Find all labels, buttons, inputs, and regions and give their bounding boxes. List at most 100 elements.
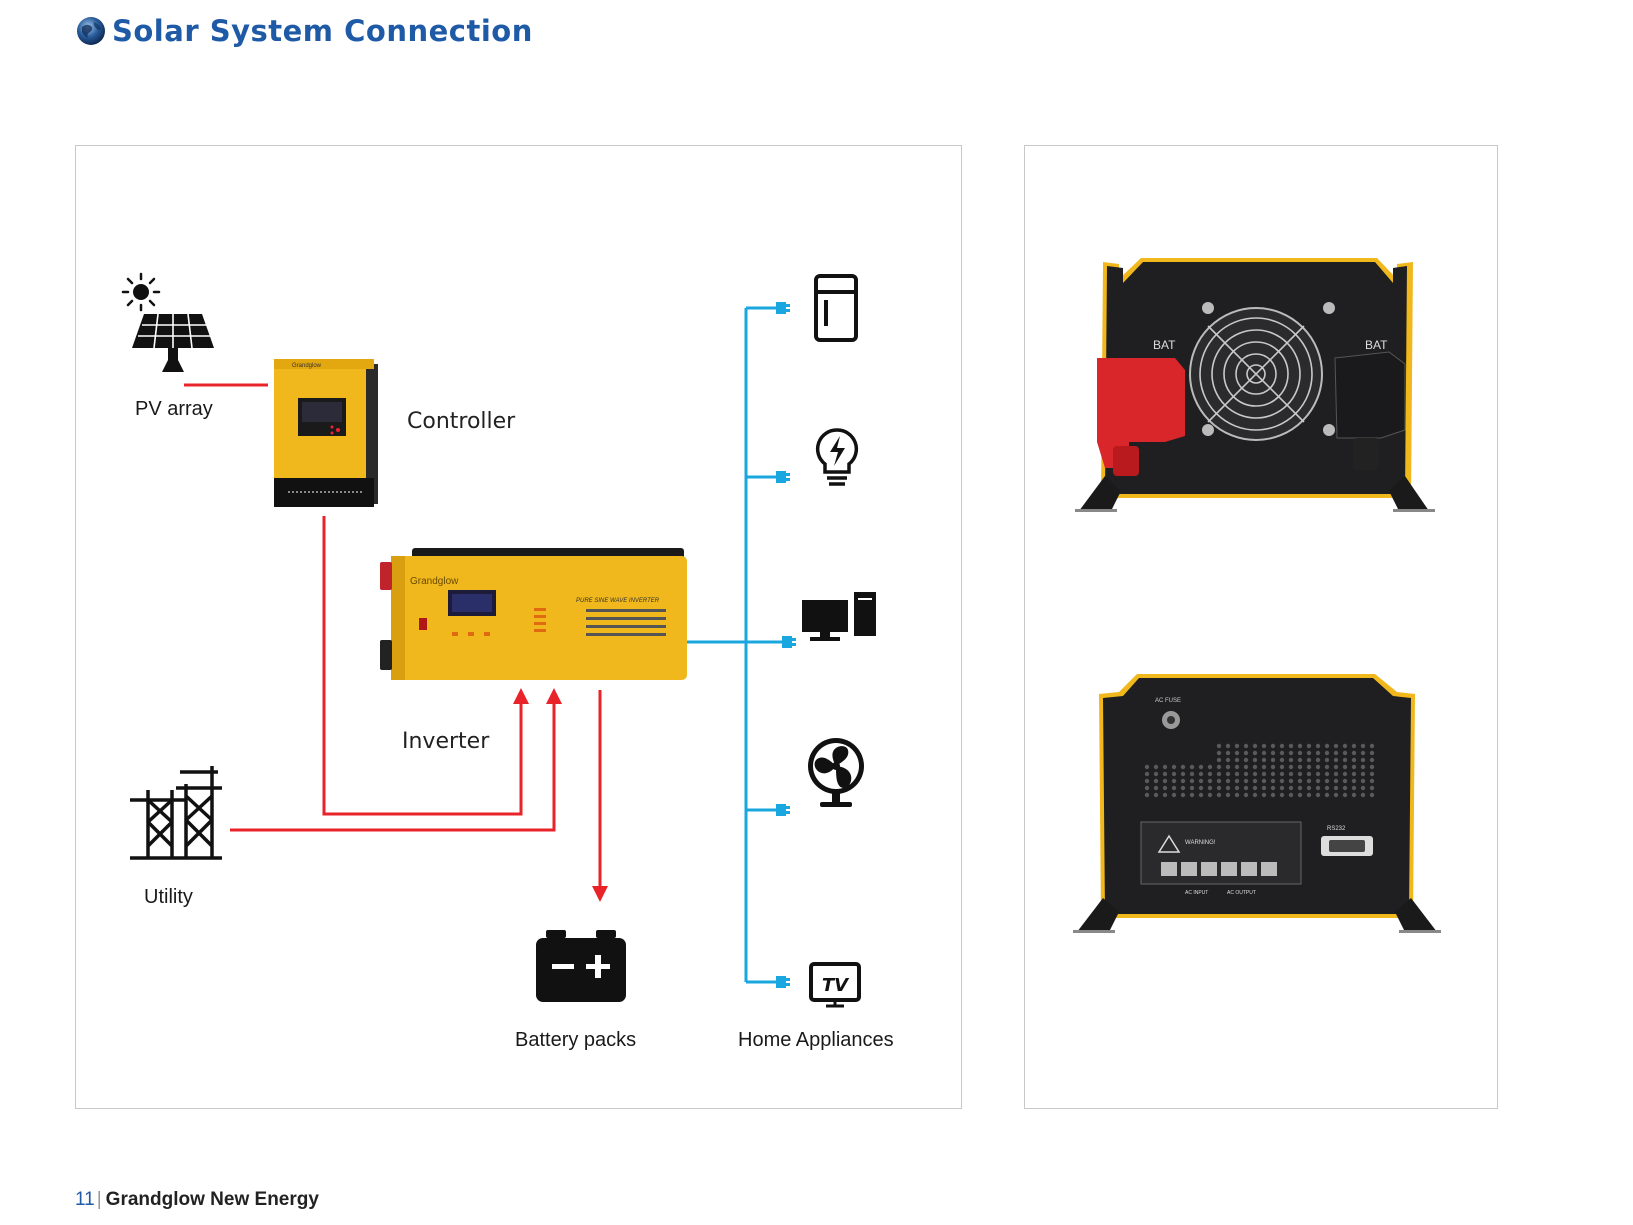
vent-hole xyxy=(1342,778,1348,784)
vent-hole xyxy=(1180,764,1186,770)
vent-hole xyxy=(1243,757,1249,763)
vent-holes xyxy=(1137,740,1377,798)
vent-hole xyxy=(1144,785,1150,791)
vent-hole xyxy=(1270,771,1276,777)
vent-hole xyxy=(1153,764,1159,770)
vent-hole xyxy=(1306,792,1312,798)
vent-hole xyxy=(1171,792,1177,798)
vent-hole xyxy=(1243,785,1249,791)
globe-icon xyxy=(77,17,105,45)
warning-label: WARNING! xyxy=(1185,840,1216,846)
vent-hole xyxy=(1153,792,1159,798)
product-photos: BAT BAT AC FUSE WARNING! xyxy=(1073,258,1441,933)
vent-hole xyxy=(1351,792,1357,798)
vent-hole xyxy=(1153,771,1159,777)
vent-hole xyxy=(1324,778,1330,784)
vent-hole xyxy=(1333,743,1339,749)
vent-hole xyxy=(1189,771,1195,777)
vent-hole xyxy=(1162,792,1168,798)
vent-hole xyxy=(1252,764,1258,770)
battery-icon xyxy=(536,930,626,1002)
vent-hole xyxy=(1261,785,1267,791)
vent-hole xyxy=(1207,792,1213,798)
refrigerator-icon xyxy=(814,274,858,342)
vent-hole xyxy=(1216,792,1222,798)
vent-hole xyxy=(1369,785,1375,791)
vent-hole xyxy=(1351,771,1357,777)
vent-hole xyxy=(1270,778,1276,784)
vent-hole xyxy=(1297,750,1303,756)
vent-hole xyxy=(1369,778,1375,784)
vent-hole xyxy=(1324,792,1330,798)
home-appliances-label: Home Appliances xyxy=(738,1029,894,1051)
vent-hole xyxy=(1261,743,1267,749)
vent-hole xyxy=(1180,785,1186,791)
vent-hole xyxy=(1198,792,1204,798)
ac-bus xyxy=(687,306,784,984)
vent-hole xyxy=(1351,757,1357,763)
vent-hole xyxy=(1279,757,1285,763)
vent-hole xyxy=(1261,792,1267,798)
vent-hole xyxy=(1270,785,1276,791)
vent-hole xyxy=(1360,743,1366,749)
vent-hole xyxy=(1333,771,1339,777)
vent-hole xyxy=(1342,757,1348,763)
vent-hole xyxy=(1342,792,1348,798)
inverter-rear-photo: BAT BAT xyxy=(1075,258,1435,512)
vent-hole xyxy=(1342,750,1348,756)
vent-hole xyxy=(1360,764,1366,770)
pv-array-label: PV array xyxy=(135,398,213,420)
inverter-device: Grandglow PURE SINE WAVE INVERTER xyxy=(380,548,687,680)
vent-hole xyxy=(1270,743,1276,749)
tv-label: TV xyxy=(822,975,850,996)
vent-hole xyxy=(1333,792,1339,798)
vent-hole xyxy=(1279,764,1285,770)
vent-hole xyxy=(1207,771,1213,777)
vent-hole xyxy=(1216,750,1222,756)
vent-hole xyxy=(1369,750,1375,756)
vent-hole xyxy=(1297,792,1303,798)
vent-hole xyxy=(1315,778,1321,784)
vent-hole xyxy=(1162,778,1168,784)
vent-hole xyxy=(1144,764,1150,770)
vent-hole xyxy=(1306,764,1312,770)
vent-hole xyxy=(1243,764,1249,770)
vent-hole xyxy=(1207,764,1213,770)
vent-hole xyxy=(1270,792,1276,798)
solar-panel-icon xyxy=(132,313,214,372)
vent-hole xyxy=(1216,743,1222,749)
vent-hole xyxy=(1234,771,1240,777)
vent-hole xyxy=(1279,785,1285,791)
ac-input-label: AC INPUT xyxy=(1185,890,1208,896)
vent-hole xyxy=(1315,785,1321,791)
vent-hole xyxy=(1324,771,1330,777)
vent-hole xyxy=(1261,750,1267,756)
vent-hole xyxy=(1315,757,1321,763)
footer-brand: Grandglow New Energy xyxy=(105,1189,319,1210)
vent-hole xyxy=(1180,778,1186,784)
vent-hole xyxy=(1252,750,1258,756)
vent-hole xyxy=(1279,778,1285,784)
vent-hole xyxy=(1243,771,1249,777)
arrow-down-icon xyxy=(592,886,608,902)
vent-hole xyxy=(1225,785,1231,791)
vent-hole xyxy=(1297,757,1303,763)
vent-hole xyxy=(1306,778,1312,784)
vent-hole xyxy=(1225,764,1231,770)
vent-hole xyxy=(1153,778,1159,784)
utility-label: Utility xyxy=(144,886,193,908)
vent-hole xyxy=(1207,778,1213,784)
vent-hole xyxy=(1324,743,1330,749)
vent-hole xyxy=(1279,750,1285,756)
vent-hole xyxy=(1297,778,1303,784)
vent-hole xyxy=(1243,750,1249,756)
vent-hole xyxy=(1324,750,1330,756)
vent-hole xyxy=(1315,764,1321,770)
vent-hole xyxy=(1261,757,1267,763)
vent-hole xyxy=(1171,778,1177,784)
vent-hole xyxy=(1225,750,1231,756)
ac-output-label: AC OUTPUT xyxy=(1227,890,1256,896)
vent-hole xyxy=(1225,778,1231,784)
vent-hole xyxy=(1252,792,1258,798)
vent-hole xyxy=(1216,785,1222,791)
